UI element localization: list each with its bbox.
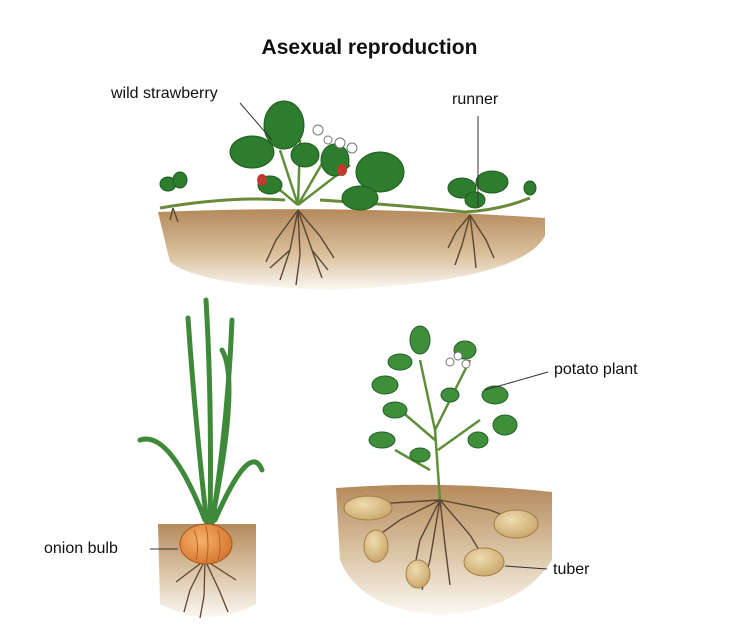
- potato-tuber: [343, 495, 393, 521]
- potato-leaf: [382, 401, 408, 419]
- potato-tuber: [493, 509, 539, 539]
- potato-leaf: [409, 325, 431, 355]
- strawberry-flower: [312, 124, 324, 136]
- potato-tuber: [363, 529, 389, 563]
- diagram-title: Asexual reproduction: [261, 36, 478, 59]
- onion-bulb: [179, 523, 233, 565]
- label-wild-strawberry: wild strawberry: [111, 85, 218, 102]
- strawberry-leaf: [355, 151, 405, 193]
- strawberry-flower: [334, 137, 346, 149]
- strawberry-fruit: [337, 164, 347, 176]
- potato-leaf: [440, 387, 460, 403]
- potato-leaf: [467, 431, 489, 449]
- strawberry-roots: [169, 207, 495, 286]
- label-tuber: tuber: [553, 561, 590, 578]
- potato-flower: [453, 351, 463, 361]
- potato-flower: [461, 359, 471, 369]
- strawberry-fruit: [257, 174, 267, 186]
- potato-tuber: [463, 547, 505, 577]
- onion-leaf: [212, 459, 265, 523]
- potato-leaf: [368, 431, 396, 449]
- potato-scene: [336, 325, 552, 615]
- potato-leaf: [481, 385, 509, 405]
- onion-leaf: [185, 315, 210, 528]
- runner-plant-leaf: [447, 177, 477, 199]
- onion-leaf: [209, 347, 232, 523]
- onion-leaf: [137, 436, 208, 523]
- potato-flower: [445, 357, 455, 367]
- strawberry-leaf: [229, 135, 275, 169]
- strawberry-leaf: [290, 142, 320, 168]
- strawberry-scene: [158, 100, 545, 290]
- label-onion-bulb: onion bulb: [44, 540, 118, 557]
- strawberry-soil: [158, 209, 545, 290]
- potato-leaf: [492, 414, 518, 436]
- strawberry-flower: [346, 142, 358, 154]
- runner-plant-leaf: [523, 180, 537, 196]
- strawberry-flower: [323, 135, 333, 145]
- potato-tuber: [405, 559, 431, 589]
- potato-leaf: [387, 353, 413, 371]
- potato-leaf: [371, 375, 399, 395]
- label-potato-plant: potato plant: [554, 361, 638, 378]
- runner-plant-leaf: [475, 170, 509, 194]
- runner-plant-leaf: [464, 191, 486, 209]
- strawberry-leaf: [263, 100, 305, 150]
- plantlet-leaf: [172, 171, 188, 189]
- onion-leaf: [203, 297, 213, 528]
- label-runner: runner: [452, 91, 499, 108]
- potato-leaf: [409, 447, 431, 463]
- strawberry-leaf: [341, 185, 379, 211]
- onion-scene: [137, 297, 265, 619]
